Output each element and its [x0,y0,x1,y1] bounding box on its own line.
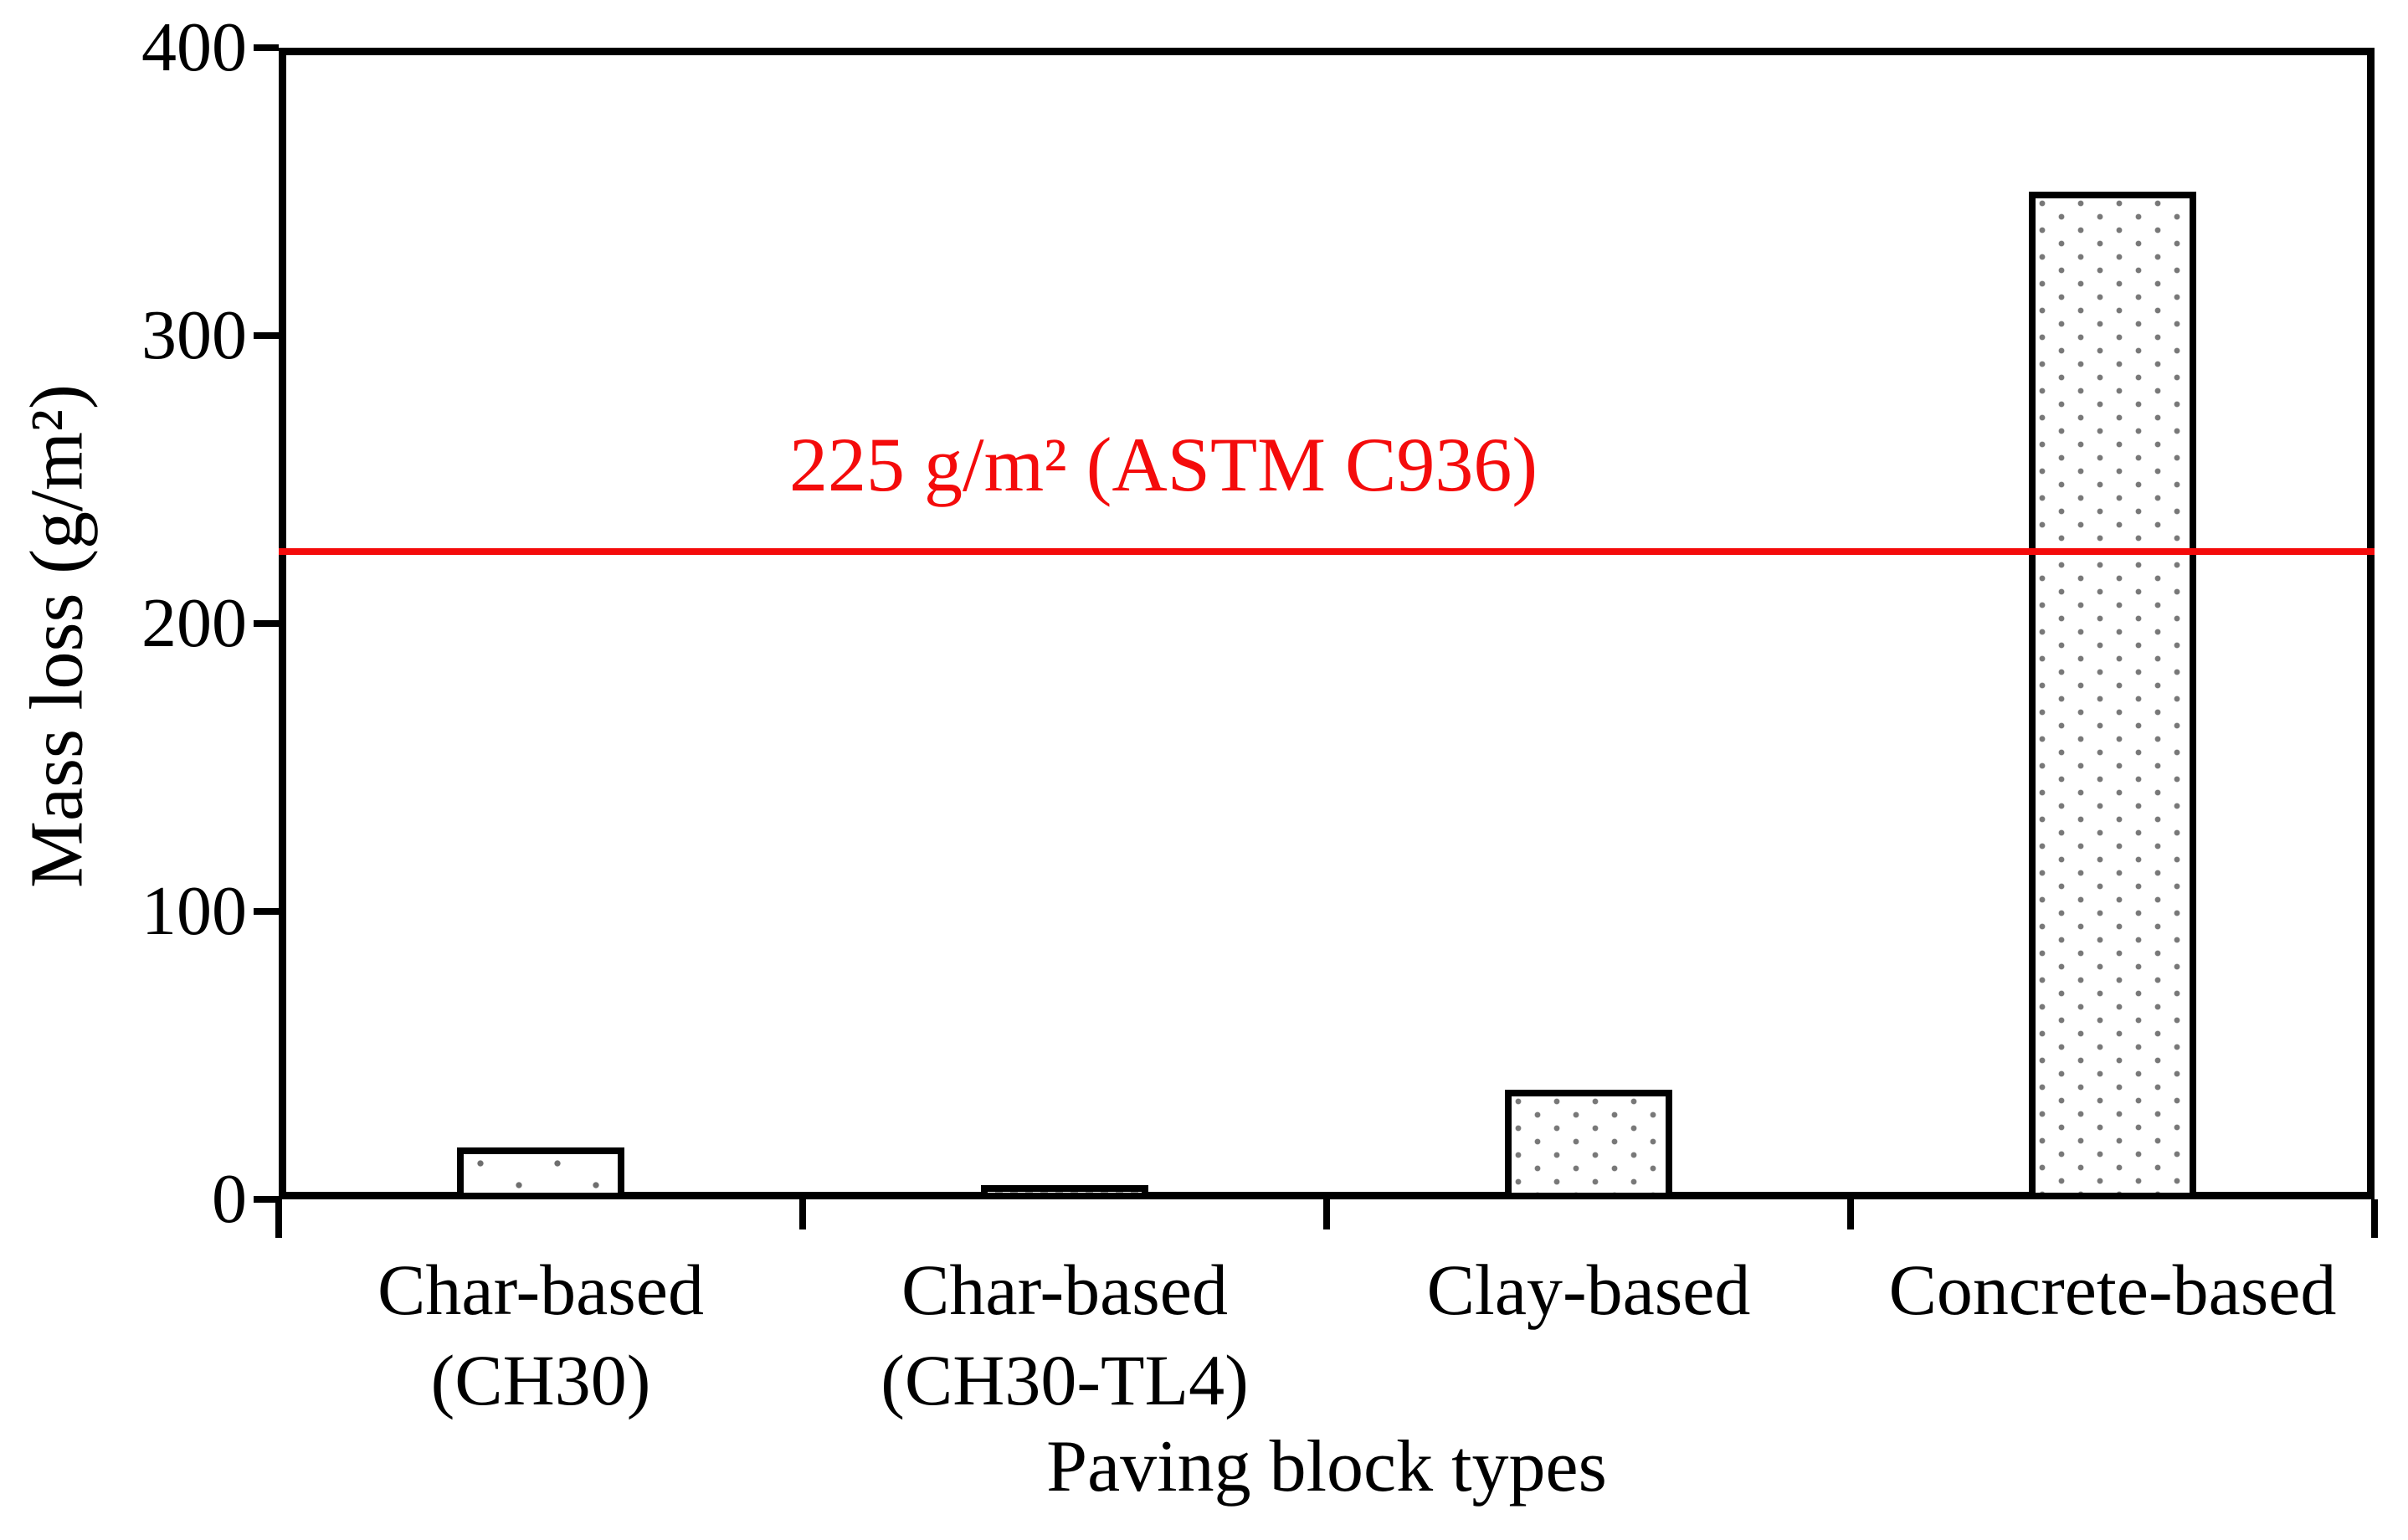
x-category-label-char-based-ch30-tl4-line-2: (CH30-TL4) [881,1340,1249,1420]
y-tick-400 [254,44,279,51]
bar-char-based-ch30 [457,1147,624,1199]
x-category-label-clay-based-line-1: Clay-based [1426,1250,1751,1330]
x-category-label-char-based-ch30-tl4-line-1: Char-based [901,1250,1228,1330]
y-tick-label-0: 0 [212,1160,247,1238]
y-tick-300 [254,332,279,339]
y-tick-label-400: 400 [141,8,247,86]
y-tick-0 [254,1196,279,1203]
x-tick-1 [799,1199,806,1229]
y-tick-label-200: 200 [141,584,247,662]
y-tick-label-100: 100 [141,872,247,950]
y-tick-label-300: 300 [141,296,247,374]
y-axis-title: Mass loss (g/m²) [15,383,99,889]
x-category-label-char-based-ch30-line-2: (CH30) [430,1340,651,1420]
x-tick-0 [275,1199,282,1238]
x-tick-2 [1323,1199,1330,1229]
x-tick-3 [1847,1199,1854,1229]
x-tick-4 [2371,1199,2378,1238]
bar-concrete-based [2029,192,2196,1199]
x-axis-title: Paving block types [1046,1426,1607,1507]
reference-line [279,548,2375,555]
bar-clay-based [1505,1090,1672,1199]
y-tick-100 [254,908,279,915]
reference-line-label: 225 g/m² (ASTM C936) [789,422,1538,507]
y-tick-200 [254,620,279,627]
x-category-label-char-based-ch30-line-1: Char-based [377,1250,704,1330]
x-category-label-concrete-based-line-1: Concrete-based [1888,1250,2337,1330]
bar-char-based-ch30-tl4 [981,1184,1148,1199]
plot-area [279,48,2375,1199]
